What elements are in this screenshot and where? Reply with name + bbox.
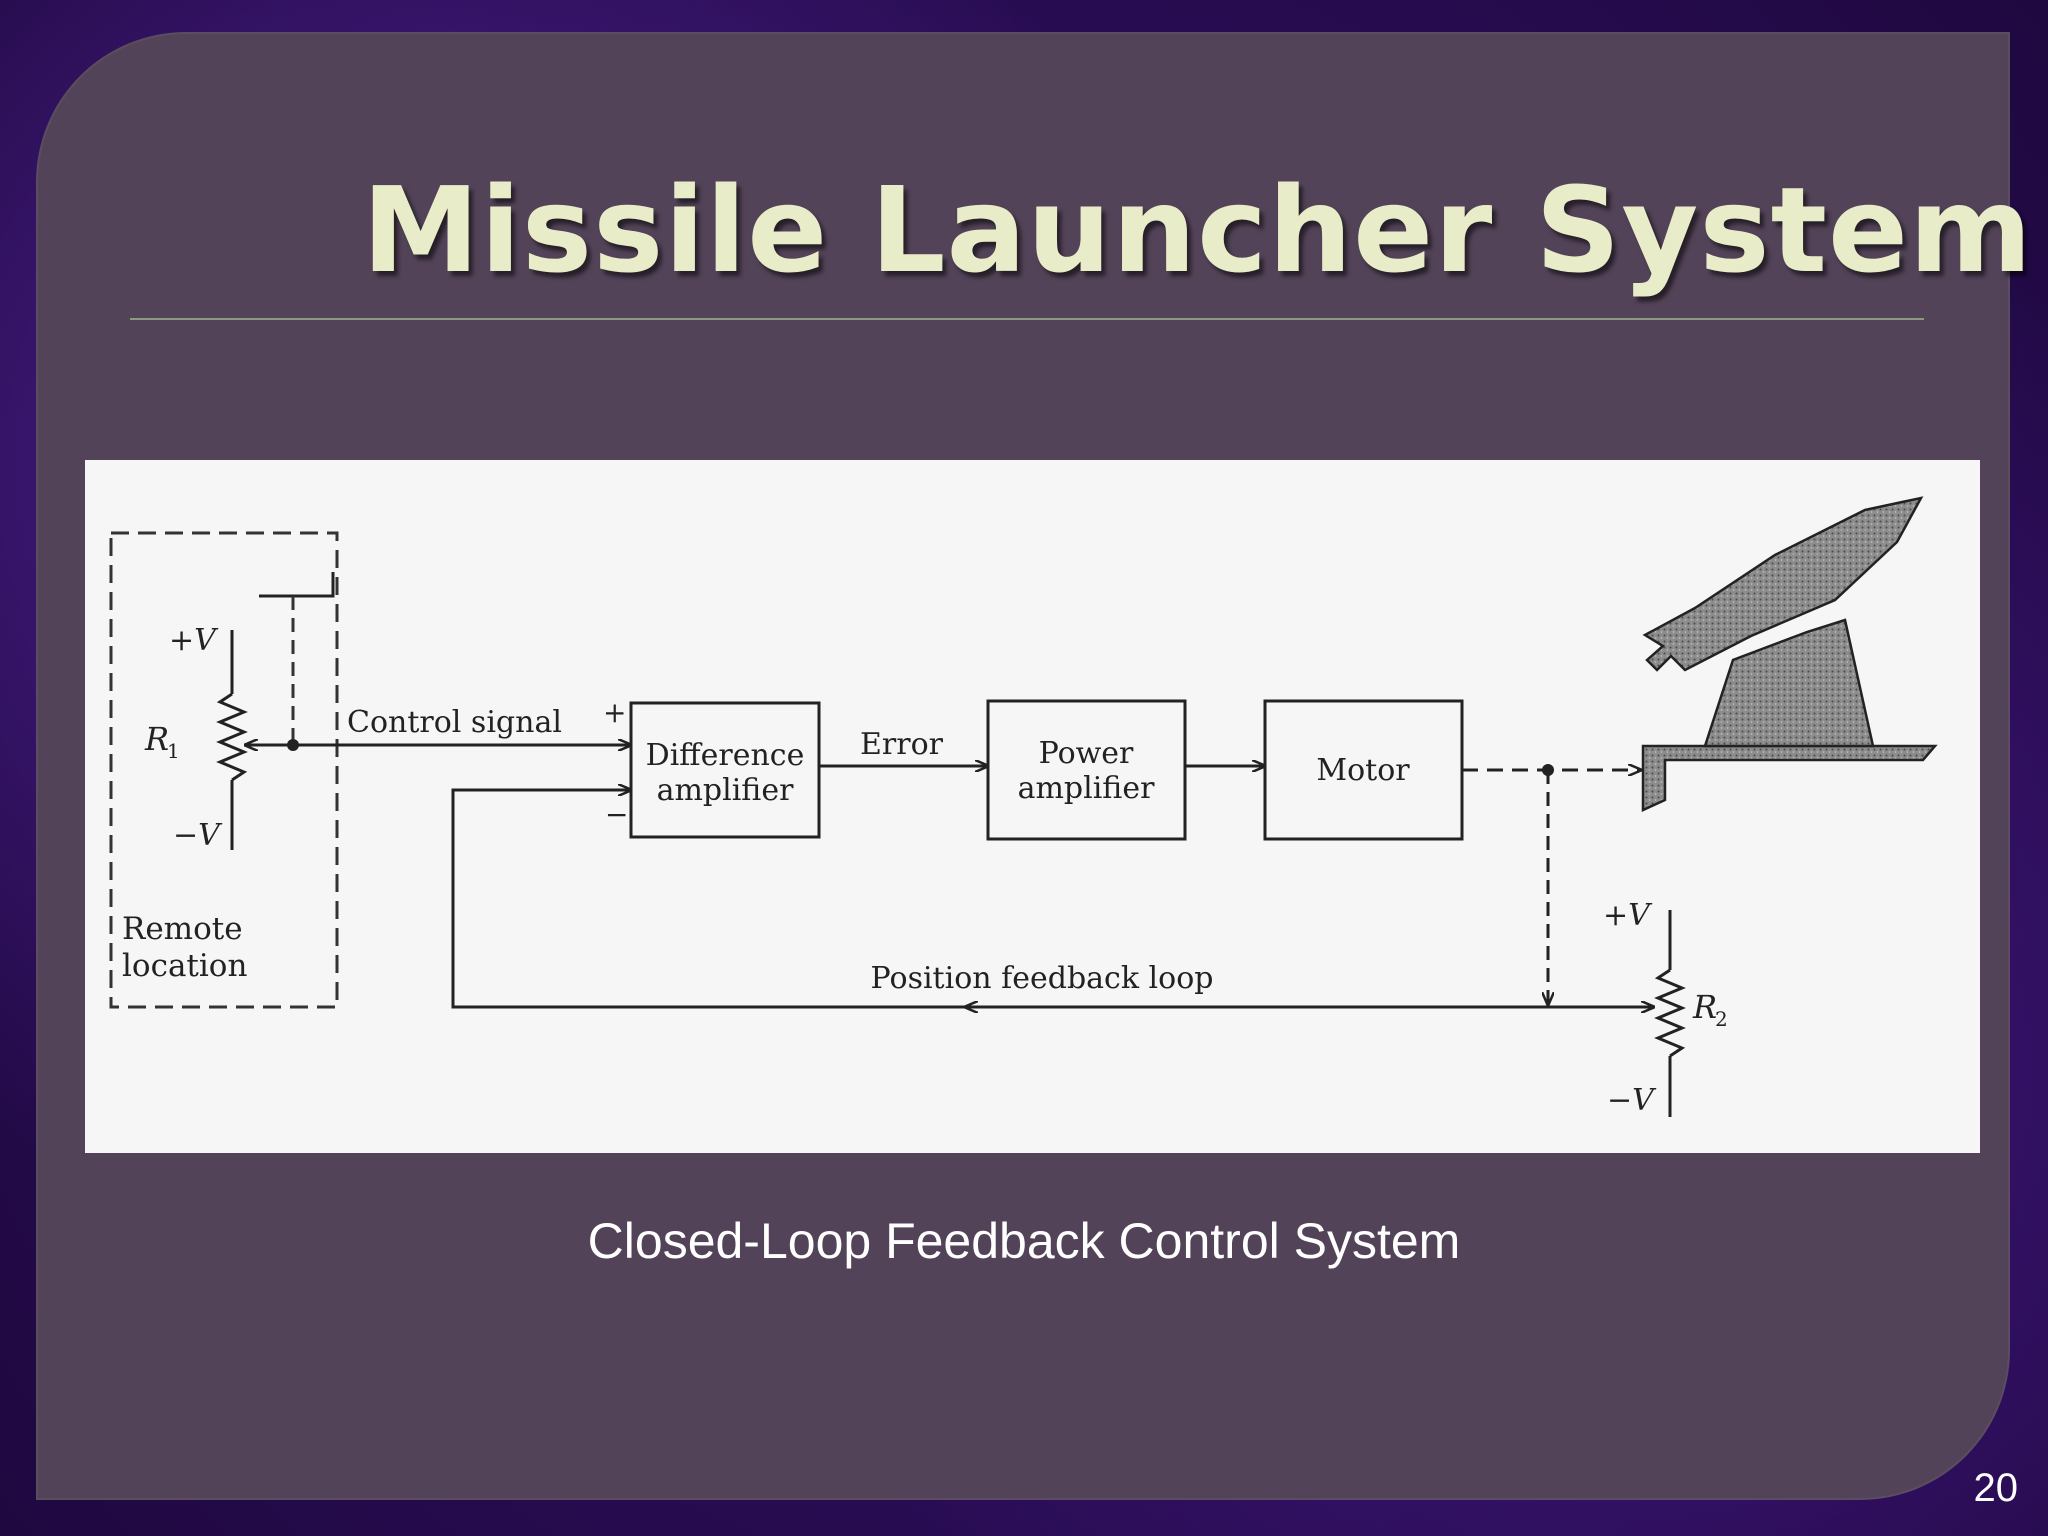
block-diagram: +V −V R 1 Control signal + − Difference … xyxy=(109,496,1938,1118)
title-underline xyxy=(130,318,1924,320)
remote-location-line2: location xyxy=(122,948,247,984)
difference-amplifier-line2: amplifier xyxy=(657,773,794,808)
r1-label: R xyxy=(144,720,169,758)
remote-location-box xyxy=(109,531,339,1009)
r2-resistor xyxy=(1654,968,1686,1058)
feedback-return-line xyxy=(451,790,965,1009)
motor-label: Motor xyxy=(1316,753,1410,788)
r2-minus-v: −V xyxy=(1607,1083,1657,1118)
r1-subscript: 1 xyxy=(167,739,180,763)
r1-plus-v: +V xyxy=(169,623,219,658)
control-knob xyxy=(259,572,335,598)
difference-amplifier-box xyxy=(629,701,821,839)
remote-location-line1: Remote xyxy=(122,911,243,947)
r2-subscript: 2 xyxy=(1715,1007,1728,1031)
r2-plus-v: +V xyxy=(1603,898,1653,933)
error-label: Error xyxy=(860,727,944,762)
slide-title: Missile Launcher System xyxy=(362,161,2033,299)
page-number: 20 xyxy=(1973,1466,2019,1510)
feedback-label: Position feedback loop xyxy=(871,961,1214,996)
plus-sign: + xyxy=(603,696,626,729)
power-amplifier-line2: amplifier xyxy=(1018,771,1155,806)
r1-resistor xyxy=(216,692,248,782)
control-signal-label: Control signal xyxy=(347,705,562,740)
difference-amplifier-line1: Difference xyxy=(646,738,805,773)
minus-sign: − xyxy=(605,798,628,831)
power-amplifier-line1: Power xyxy=(1039,736,1134,771)
diagram-image: +V −V R 1 Control signal + − Difference … xyxy=(85,460,1980,1153)
diagram-caption: Closed-Loop Feedback Control System xyxy=(587,1213,1461,1269)
r1-minus-v: −V xyxy=(173,818,223,853)
r2-label: R xyxy=(1692,988,1717,1026)
missile-launcher-drawing xyxy=(1641,496,1938,812)
power-amplifier-box xyxy=(986,699,1187,841)
